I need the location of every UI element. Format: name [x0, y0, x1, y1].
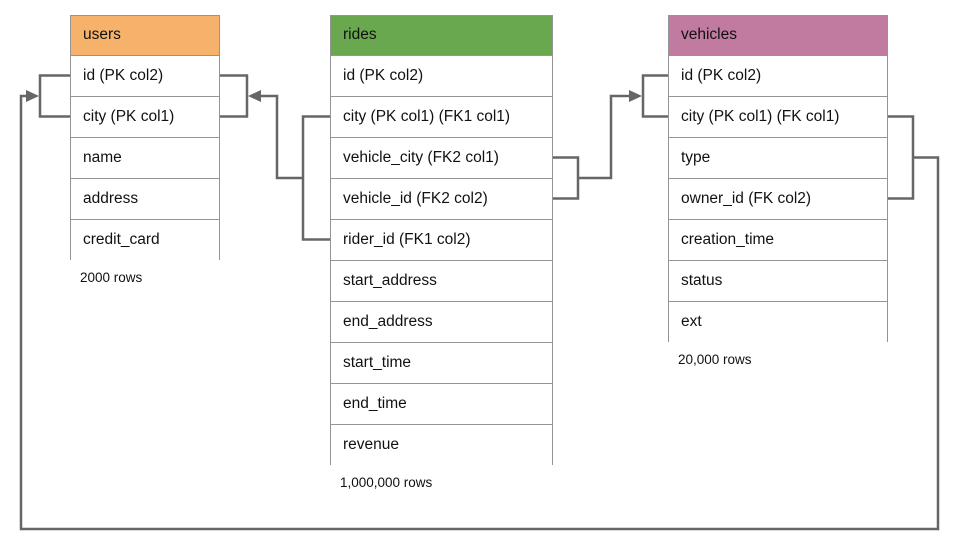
table-header: users	[71, 16, 219, 56]
table-column-row: start_time	[331, 343, 552, 384]
row-count-label: 20,000 rows	[678, 352, 752, 367]
table-column-row: city (PK col1) (FK col1)	[669, 97, 887, 138]
table-column-row: status	[669, 261, 887, 302]
table-column-row: id (PK col2)	[669, 56, 887, 97]
table-vehicles: vehicles id (PK col2)city (PK col1) (FK …	[668, 15, 888, 343]
vehicles-pk-bracket	[641, 74, 668, 118]
table-header: vehicles	[669, 16, 887, 56]
connector-line	[578, 94, 629, 180]
connector-line	[260, 94, 303, 180]
table-column-row: vehicle_id (FK2 col2)	[331, 179, 552, 220]
relationship-rides-users	[220, 74, 330, 241]
table-column-row: name	[71, 138, 219, 179]
table-column-row: credit_card	[71, 220, 219, 261]
table-column-row: creation_time	[669, 220, 887, 261]
arrowhead-right-icon	[26, 90, 39, 102]
table-column-row: owner_id (FK col2)	[669, 179, 887, 220]
table-column-row: rider_id (FK1 col2)	[331, 220, 552, 261]
table-rides: rides id (PK col2)city (PK col1) (FK1 co…	[330, 15, 553, 466]
table-header: rides	[331, 16, 552, 56]
users-pk-bracket-left	[38, 74, 70, 118]
table-column-row: ext	[669, 302, 887, 343]
table-column-row: end_address	[331, 302, 552, 343]
table-column-row: city (PK col1)	[71, 97, 219, 138]
rides-fk2-bracket	[553, 156, 580, 200]
row-count-label: 2000 rows	[80, 270, 143, 285]
table-column-row: type	[669, 138, 887, 179]
vehicles-fk-bracket	[888, 115, 915, 200]
row-count-label: 1,000,000 rows	[340, 475, 433, 490]
rides-fk1-bracket	[301, 115, 330, 241]
table-column-row: vehicle_city (FK2 col1)	[331, 138, 552, 179]
arrowhead-left-icon	[248, 90, 261, 102]
table-column-row: id (PK col2)	[71, 56, 219, 97]
table-column-row: revenue	[331, 425, 552, 466]
table-column-row: id (PK col2)	[331, 56, 552, 97]
table-column-row: start_address	[331, 261, 552, 302]
relationship-rides-vehicles	[553, 74, 668, 200]
table-column-row: end_time	[331, 384, 552, 425]
arrowhead-right-icon	[629, 90, 642, 102]
users-pk-bracket	[220, 74, 249, 118]
table-column-row: city (PK col1) (FK1 col1)	[331, 97, 552, 138]
table-column-row: address	[71, 179, 219, 220]
